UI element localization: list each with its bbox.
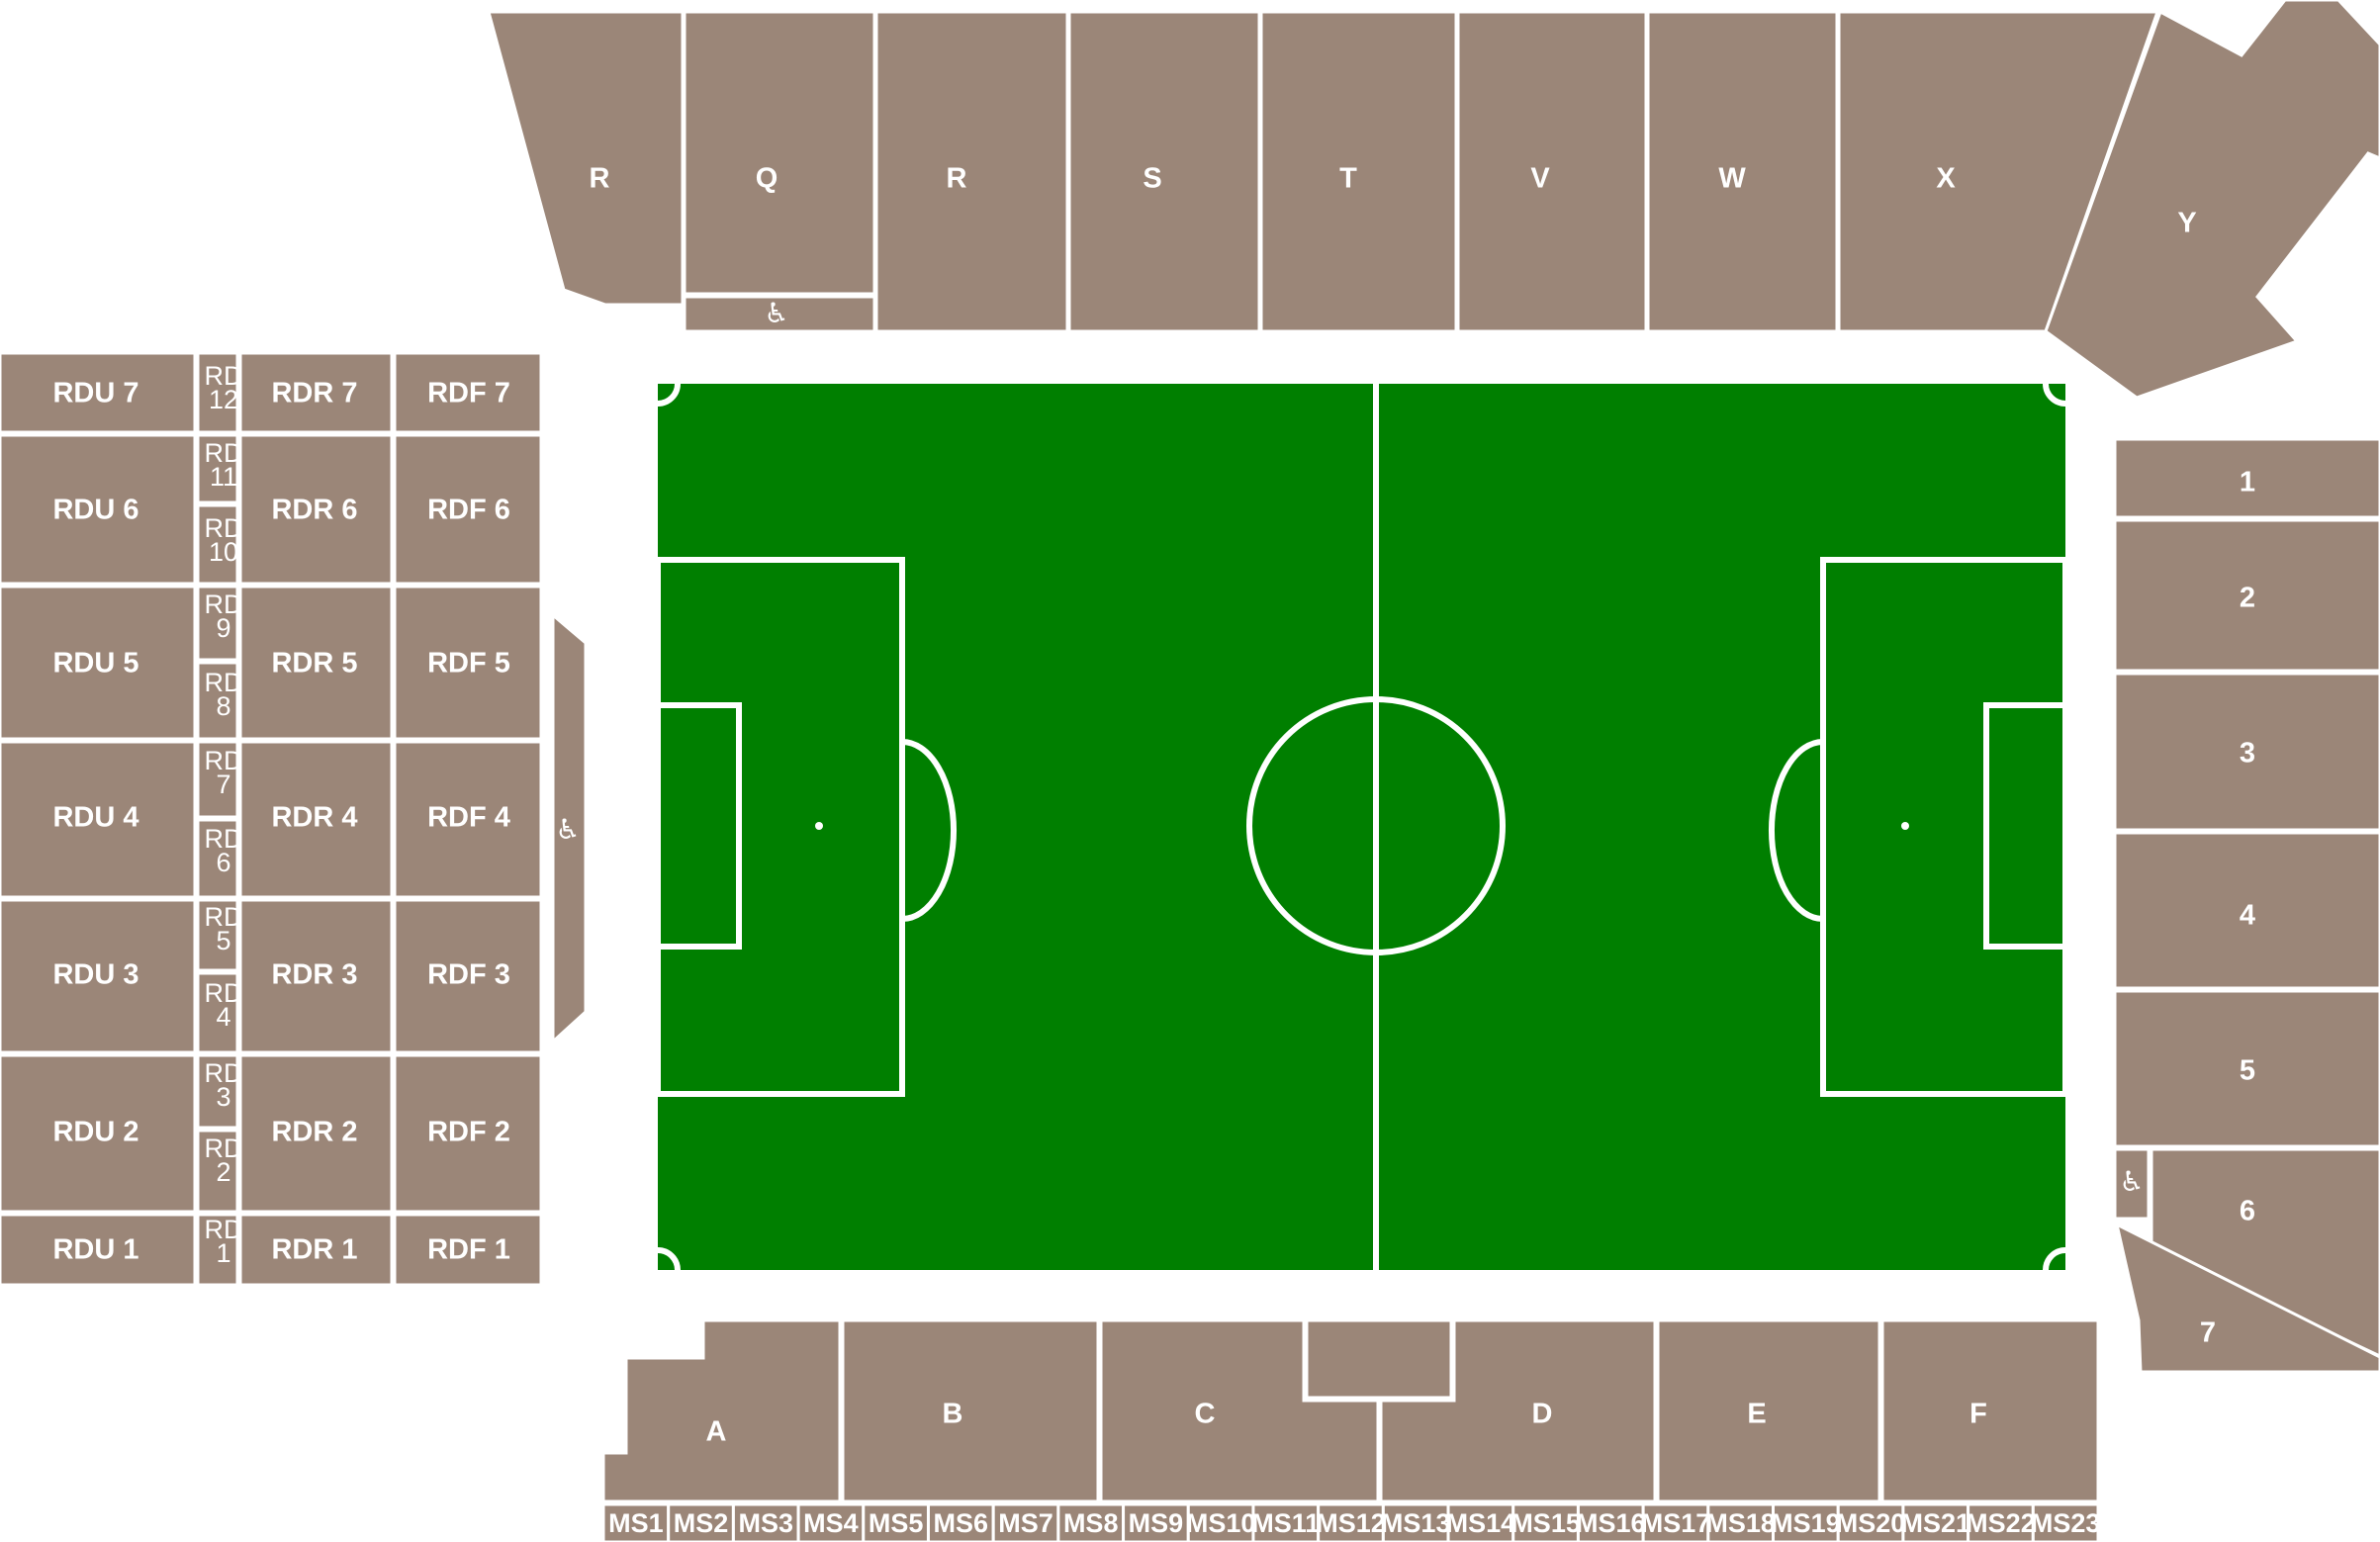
section-rd-8[interactable]: RD8 [196, 661, 243, 741]
section-rdr-2[interactable]: RDR 2 [238, 1053, 394, 1214]
section-rd-1[interactable]: RD1 [196, 1213, 243, 1287]
section-east-accessible[interactable]: ♿ [2113, 1147, 2151, 1221]
section-ms6[interactable]: MS6 [926, 1502, 995, 1542]
corner-arc-bl [657, 1247, 681, 1271]
section-ms16[interactable]: MS16 [1576, 1502, 1646, 1542]
section-ms20[interactable]: MS20 [1836, 1502, 1906, 1542]
section-rd-2[interactable]: RD2 [196, 1129, 243, 1214]
corner-arc-br [2043, 1247, 2066, 1271]
section-ms23[interactable]: MS23 [2031, 1502, 2101, 1542]
section-ms19[interactable]: MS19 [1771, 1502, 1841, 1542]
penalty-arc-left [901, 739, 958, 922]
penalty-spot-left [815, 822, 823, 830]
section-rdf-1[interactable]: RDF 1 [393, 1213, 543, 1287]
section-rdu-3[interactable]: RDU 3 [0, 898, 197, 1054]
section-rdf-4[interactable]: RDF 4 [393, 740, 543, 899]
section-rdu-1[interactable]: RDU 1 [0, 1213, 197, 1287]
section-rdr-7[interactable]: RDR 7 [238, 351, 394, 434]
goal-area-right [1983, 702, 2068, 950]
section-ms2[interactable]: MS2 [667, 1502, 735, 1542]
section-rdu-6[interactable]: RDU 6 [0, 433, 197, 586]
section-south-f[interactable]: F [1880, 1318, 2100, 1503]
section-rdr-3[interactable]: RDR 3 [238, 898, 394, 1054]
section-south-b[interactable]: B [841, 1318, 1100, 1503]
section-rd-3[interactable]: RD3 [196, 1053, 243, 1130]
section-rdf-2[interactable]: RDF 2 [393, 1053, 543, 1214]
section-rdf-3[interactable]: RDF 3 [393, 898, 543, 1054]
section-east-3[interactable]: 3 [2113, 672, 2380, 832]
section-rdf-7[interactable]: RDF 7 [393, 351, 543, 434]
section-ms5[interactable]: MS5 [862, 1502, 930, 1542]
section-rdu-5[interactable]: RDU 5 [0, 585, 197, 741]
section-rdr-1[interactable]: RDR 1 [238, 1213, 394, 1287]
section-east-5[interactable]: 5 [2113, 989, 2380, 1148]
section-ms11[interactable]: MS11 [1251, 1502, 1320, 1542]
section-rdf-6[interactable]: RDF 6 [393, 433, 543, 586]
section-rdu-2[interactable]: RDU 2 [0, 1053, 197, 1214]
section-north-q-accessible[interactable]: ♿ [683, 295, 876, 333]
section-ms3[interactable]: MS3 [731, 1502, 800, 1542]
section-rd-4[interactable]: RD4 [196, 971, 243, 1054]
goal-area-left [655, 702, 742, 950]
section-ms12[interactable]: MS12 [1316, 1502, 1386, 1542]
section-ms17[interactable]: MS17 [1641, 1502, 1711, 1542]
section-ms18[interactable]: MS18 [1705, 1502, 1776, 1542]
section-east-4[interactable]: 4 [2113, 831, 2380, 990]
section-ms1[interactable]: MS1 [601, 1502, 671, 1542]
section-north-r-left[interactable]: R [487, 10, 685, 307]
section-south-a[interactable]: A [601, 1318, 842, 1503]
section-rd-6[interactable]: RD6 [196, 818, 243, 899]
section-ms7[interactable]: MS7 [991, 1502, 1060, 1542]
section-north-v[interactable]: V [1456, 10, 1648, 333]
section-north-q[interactable]: Q [683, 10, 876, 296]
section-rd-7[interactable]: RD7 [196, 740, 243, 819]
section-rdf-5[interactable]: RDF 5 [393, 585, 543, 741]
section-ms10[interactable]: MS10 [1186, 1502, 1256, 1542]
section-rdr-5[interactable]: RDR 5 [238, 585, 394, 741]
section-north-r[interactable]: R [874, 10, 1069, 333]
pitch-surface [658, 384, 2065, 1270]
section-ms8[interactable]: MS8 [1056, 1502, 1126, 1542]
section-ms22[interactable]: MS22 [1966, 1502, 2036, 1542]
football-pitch [655, 383, 2068, 1271]
north-stand: R Q ♿ R S T V W [487, 0, 2380, 400]
section-rdu-4[interactable]: RDU 4 [0, 740, 197, 899]
west-stand: RDU 7 RDU 6 RDU 5 RDU 4 RDU 3 RDU 2 RDU … [0, 351, 588, 1287]
section-rdr-4[interactable]: RDR 4 [238, 740, 394, 899]
section-rdr-6[interactable]: RDR 6 [238, 433, 394, 586]
corner-arc-tr [2043, 383, 2066, 407]
penalty-arc-right [1768, 739, 1824, 922]
section-north-w[interactable]: W [1646, 10, 1839, 333]
section-north-t[interactable]: T [1259, 10, 1458, 333]
section-south-e[interactable]: E [1656, 1318, 1881, 1503]
section-ms4[interactable]: MS4 [796, 1502, 866, 1542]
section-rdu-7[interactable]: RDU 7 [0, 351, 197, 434]
section-ms13[interactable]: MS13 [1381, 1502, 1451, 1542]
section-north-s[interactable]: S [1067, 10, 1261, 333]
penalty-spot-right [1901, 822, 1909, 830]
east-stand: 1 2 3 4 5 ♿ 6 7 [2113, 437, 2380, 1374]
section-east-2[interactable]: 2 [2113, 518, 2380, 673]
section-ms9[interactable]: MS9 [1122, 1502, 1190, 1542]
centre-circle [1246, 696, 1506, 955]
section-ms14[interactable]: MS14 [1446, 1502, 1516, 1542]
corner-arc-tl [657, 383, 681, 407]
section-east-1[interactable]: 1 [2113, 437, 2380, 519]
section-rd-9[interactable]: RD9 [196, 585, 243, 662]
section-ms15[interactable]: MS15 [1510, 1502, 1581, 1542]
section-south-centre-box[interactable] [1305, 1318, 1453, 1400]
section-west-accessible[interactable]: ♿ [551, 611, 588, 1045]
section-rd-5[interactable]: RD5 [196, 898, 243, 972]
section-ms21[interactable]: MS21 [1900, 1502, 1970, 1542]
